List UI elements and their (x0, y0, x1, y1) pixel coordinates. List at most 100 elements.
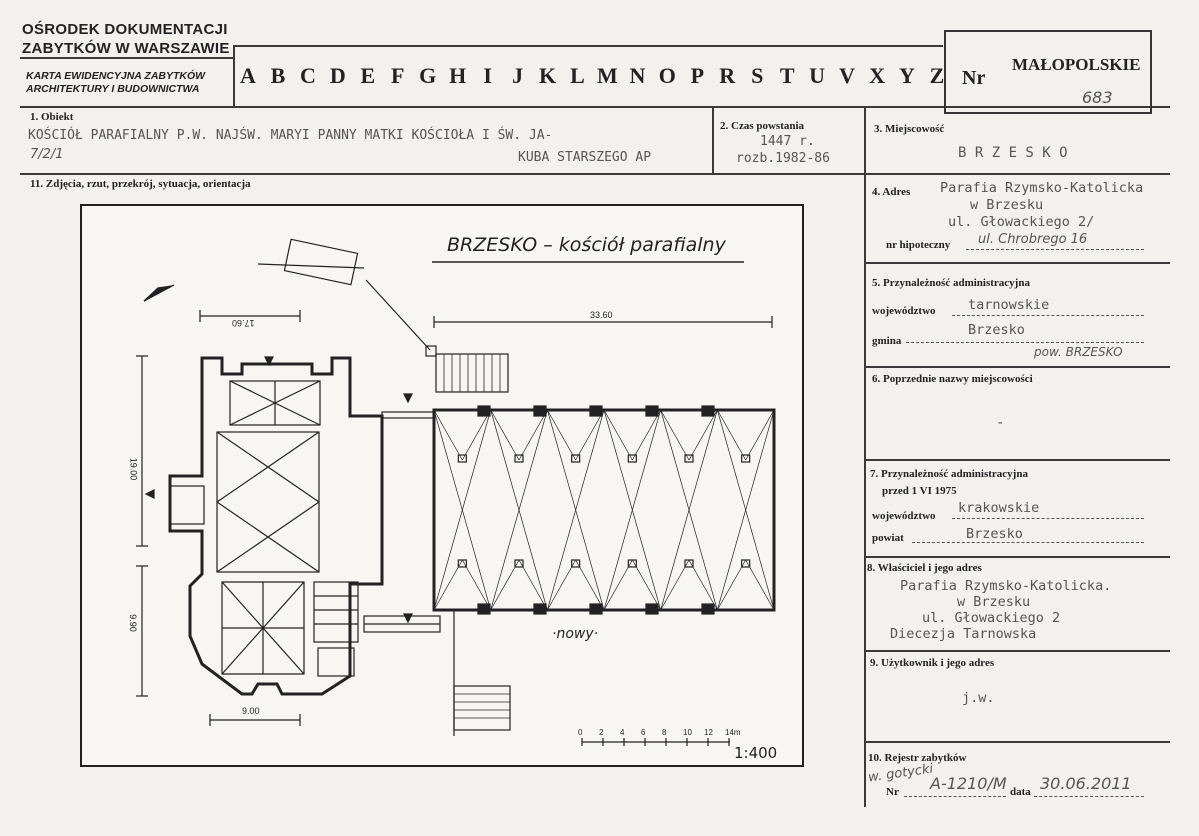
hipoteczny-field-line (966, 249, 1144, 250)
przed1975-woj-label: województwo (872, 510, 936, 522)
entrance-stairs-top (435, 353, 509, 393)
wlasciciel-line-3: ul. Głowackiego 2 (922, 610, 1061, 626)
index-letter-m: M (597, 63, 618, 88)
wlasciciel-line-2: w Brzesku (957, 594, 1031, 610)
rejestr-data-value: 30.06.2011 (1040, 774, 1132, 793)
obiekt-label: 1. Obiekt (30, 111, 74, 123)
rejestr-data-field-line (1034, 796, 1144, 797)
card-type-line-2: ARCHITEKTURY I BUDOWNICTWA (26, 83, 200, 95)
connector-top (381, 411, 435, 419)
powiat-note: pow. BRZESKO (1034, 345, 1123, 359)
plan-title: BRZESKO – kościół parafialny (447, 234, 726, 256)
vault-rib (632, 559, 661, 611)
miejscowosc-label: 3. Miejscowość (874, 123, 945, 135)
plan-nowy-label: ·nowy· (552, 626, 599, 642)
rejestr-nr-field-line (904, 796, 1006, 797)
obiekt-margin-note: 7/2/1 (30, 147, 64, 162)
vault-rib (490, 409, 548, 611)
org-line-2: ZABYTKÓW W WARSZAWIE (22, 40, 230, 57)
index-letter-v: V (839, 63, 855, 88)
vault-rib (632, 409, 661, 461)
index-letter-h: H (449, 63, 467, 88)
gmina-label: gmina (872, 335, 902, 347)
vault-rib (462, 559, 491, 611)
vault-rib (603, 409, 633, 461)
index-letter-n: N (629, 63, 646, 88)
vault-rib (518, 559, 548, 611)
rejestr-nr-value: A-1210/M (930, 774, 1007, 793)
przed1975-label-1: 7. Przynależność administracyjna (870, 468, 1028, 480)
poprzednie-label: 6. Poprzednie nazwy miejscowości (872, 373, 1033, 385)
vault-rib (717, 559, 746, 611)
org-line-1: OŚRODEK DOKUMENTACJI (22, 21, 228, 38)
rejestr-nr-label: Nr (886, 786, 899, 798)
vault-rib (688, 409, 718, 461)
przed1975-woj-field-line (952, 518, 1144, 519)
vault-boss (457, 454, 467, 463)
floor-plan-drawing: BRZESKO – kościół parafialny ·nowy· 17.6… (80, 204, 804, 767)
vault-rib (688, 559, 718, 611)
top-stairs (283, 238, 359, 286)
przed1975-woj-value: krakowskie (958, 500, 1040, 516)
vault-rib (575, 559, 605, 611)
vault-rib (546, 409, 605, 611)
vault-rib (745, 409, 775, 461)
rejestr-data-label: data (1010, 786, 1031, 798)
vault-rib (745, 559, 775, 611)
header-divider (20, 57, 233, 59)
row1-bottom-border (20, 173, 865, 175)
vault-rib (660, 409, 718, 611)
dim-bottom: 9.00 (242, 706, 260, 716)
vault-boss (571, 559, 581, 568)
sec8-bottom (865, 650, 1170, 652)
scale-ticks-marks (581, 738, 730, 746)
vault-rib (433, 559, 463, 611)
dim-left-lower: 9.90 (127, 614, 138, 632)
vault-boss (741, 559, 751, 568)
scale-tick-label: 14m (725, 728, 741, 737)
obiekt-line-2: KUBA STARSZEGO AP (518, 150, 652, 165)
vault-rib (575, 409, 605, 461)
entrance-arrow-mid-icon (403, 393, 413, 404)
gmina-value: Brzesko (968, 322, 1025, 338)
vault-rib (547, 409, 576, 461)
dim-top-right: 33.60 (590, 310, 613, 320)
header-bottom-border (20, 106, 1170, 108)
letters-top-border (233, 45, 943, 47)
index-letter-c: C (299, 63, 316, 88)
floor-plan-svg (136, 238, 776, 746)
czas-line-2: rozb.1982-86 (736, 151, 830, 166)
sec9-bottom (865, 741, 1170, 743)
index-letter-i: I (483, 63, 492, 88)
vault-rib (660, 559, 690, 611)
entrance-arrow-bottom-icon (403, 613, 413, 624)
vault-boss (741, 454, 751, 463)
vault-boss (571, 454, 581, 463)
index-letter-u: U (809, 63, 826, 88)
sacristy (317, 647, 355, 677)
letters-left-border (233, 45, 235, 107)
adres-line-3: ul. Głowackiego 2/ (948, 214, 1095, 230)
nr-label: Nr (962, 67, 986, 89)
scale-tick-label: 6 (641, 728, 646, 737)
region-name: MAŁOPOLSKIE (1012, 55, 1141, 74)
entrance-arrow-west-icon (144, 489, 155, 499)
sec4-bottom (865, 262, 1170, 264)
gmina-field-line (906, 342, 1144, 343)
przed1975-label-2: przed 1 VI 1975 (882, 485, 957, 497)
rejestr-note: w. gotycki (867, 761, 935, 786)
vault-boss (514, 454, 524, 463)
vault-rib (603, 559, 633, 611)
org-name: OŚRODEK DOKUMENTACJI ZABYTKÓW W WARSZAWI… (22, 20, 230, 58)
scale-tick-label: 12 (704, 728, 713, 737)
vault-rib (490, 559, 520, 611)
vault-rib (433, 409, 492, 611)
przynaleznosc-label: 5. Przynależność administracyjna (872, 277, 1030, 289)
miejscowosc-value: B R Z E S K O (958, 145, 1068, 161)
adres-line-2: w Brzesku (970, 197, 1044, 213)
scale-tick-label: 0 (578, 728, 583, 737)
index-letter-g: G (419, 63, 437, 88)
woj-label: województwo (872, 305, 936, 317)
